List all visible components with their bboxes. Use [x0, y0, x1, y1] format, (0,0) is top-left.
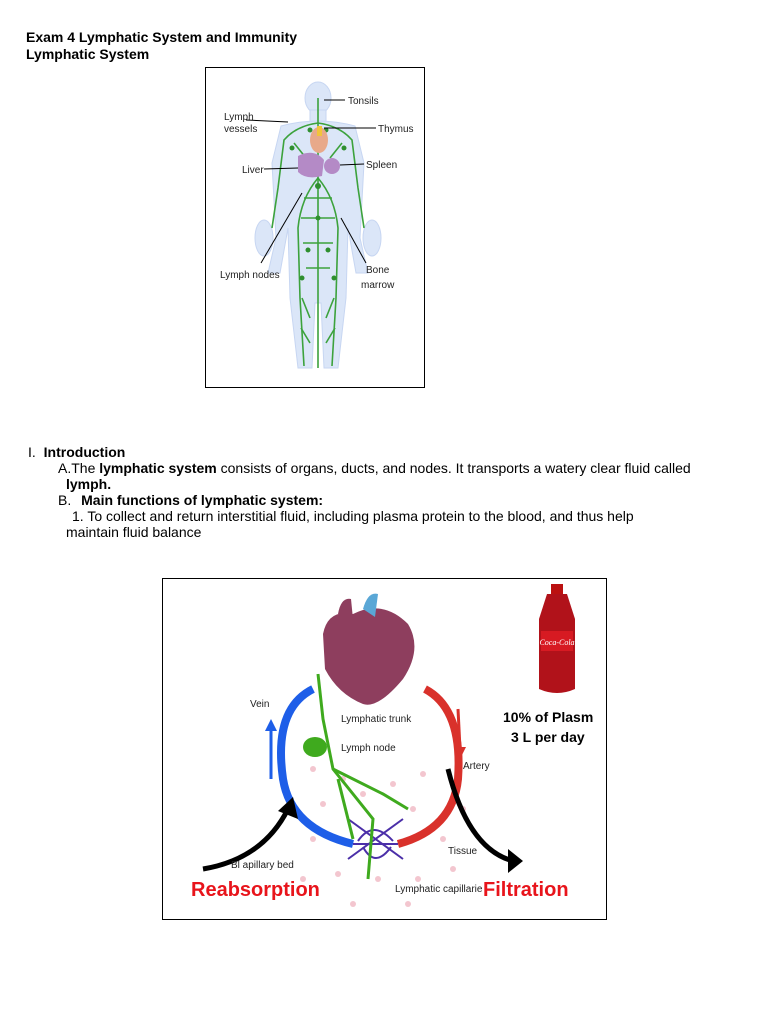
label-vein: Vein — [250, 699, 269, 710]
label-spleen: Spleen — [366, 160, 397, 171]
lymph-node-dots — [289, 127, 347, 281]
label-artery: Artery — [463, 761, 490, 772]
lymphatic-system-figure: Tonsils Lymph vessels Thymus Liver Splee… — [205, 67, 425, 388]
outline-section: I. Introduction A.The lymphatic system c… — [28, 444, 758, 540]
item-a-marker: A. — [58, 460, 72, 476]
section-number: I. — [28, 444, 36, 460]
label-tissue: Tissue — [448, 846, 478, 857]
section-title: Introduction — [43, 444, 126, 460]
title-line-2: Lymphatic System — [26, 46, 150, 62]
item-a-prefix: The — [71, 460, 100, 476]
item-a: A.The lymphatic system consists of organ… — [58, 460, 758, 476]
item-a-bold: lymphatic system — [99, 460, 217, 476]
label-lymph-nodes: Lymph nodes — [220, 270, 280, 281]
filtration-arrowhead — [508, 849, 523, 873]
item-a-line2: lymph. — [66, 476, 112, 492]
lymph-vessels — [316, 673, 409, 880]
artery-direction-arrow — [456, 708, 462, 750]
label-bone-marrow-1: Bone — [366, 265, 390, 276]
label-thymus: Thymus — [378, 124, 414, 135]
label-plasma-pct: 10% of Plasm — [503, 709, 593, 725]
label-reabsorption: Reabsorption — [191, 879, 320, 901]
reabsorption-arrowhead — [278, 797, 298, 819]
item-b: B. Main functions of lymphatic system: — [58, 492, 758, 508]
page-title: Exam 4 Lymphatic System and Immunity Lym… — [26, 29, 297, 63]
heart-graphic — [323, 593, 415, 705]
artery-path — [396, 685, 463, 848]
reabsorption-arrow — [202, 807, 291, 872]
item-b-text: Main functions of lymphatic system: — [81, 492, 324, 508]
body-diagram: Tonsils Lymph vessels Thymus Liver Splee… — [220, 81, 414, 369]
lymph-node-graphic — [303, 737, 327, 757]
label-liver: Liver — [242, 165, 264, 176]
label-lymph-node: Lymph node — [341, 743, 396, 754]
label-lymph-vessels-2: vessels — [224, 124, 257, 135]
label-filtration: Filtration — [483, 879, 569, 901]
title-line-1: Exam 4 Lymphatic System and Immunity — [26, 29, 298, 45]
item-1-line2: maintain fluid balance — [66, 524, 202, 540]
thymus-organ — [310, 127, 328, 153]
item-1-line1: 1. To collect and return interstitial fl… — [72, 508, 634, 524]
label-per-day: 3 L per day — [511, 729, 585, 745]
filtration-arrow — [445, 768, 514, 864]
section-heading: I. Introduction — [28, 444, 758, 460]
item-a-suffix: consists of organs, ducts, and nodes. It… — [216, 460, 691, 476]
liver-organ — [298, 152, 324, 178]
label-lymph-vessels-1: Lymph — [224, 112, 254, 123]
vein-arrowhead — [265, 719, 277, 731]
capillary-bed — [347, 818, 404, 860]
circulation-figure: Coca-Cola Vein Lymphatic trunk Lymph nod… — [162, 578, 607, 920]
label-tonsils: Tonsils — [348, 96, 379, 107]
label-lymphatic-capillaries: Lymphatic capillarie — [395, 884, 483, 895]
circulation-diagram: Coca-Cola Vein Lymphatic trunk Lymph nod… — [191, 584, 593, 907]
label-lymphatic-trunk: Lymphatic trunk — [341, 714, 412, 725]
thymus-highlight — [317, 126, 322, 136]
vein-path — [277, 685, 354, 848]
label-capillary-bed: Bl apillary bed — [231, 860, 294, 871]
artery-arrowhead — [454, 747, 466, 759]
label-bone-marrow-2: marrow — [361, 280, 395, 291]
soda-bottle-graphic: Coca-Cola — [539, 584, 575, 693]
callout-lines — [245, 99, 376, 264]
bottle-brand: Coca-Cola — [539, 638, 574, 647]
spleen-organ — [324, 158, 340, 174]
item-b-marker: B. — [58, 492, 72, 508]
